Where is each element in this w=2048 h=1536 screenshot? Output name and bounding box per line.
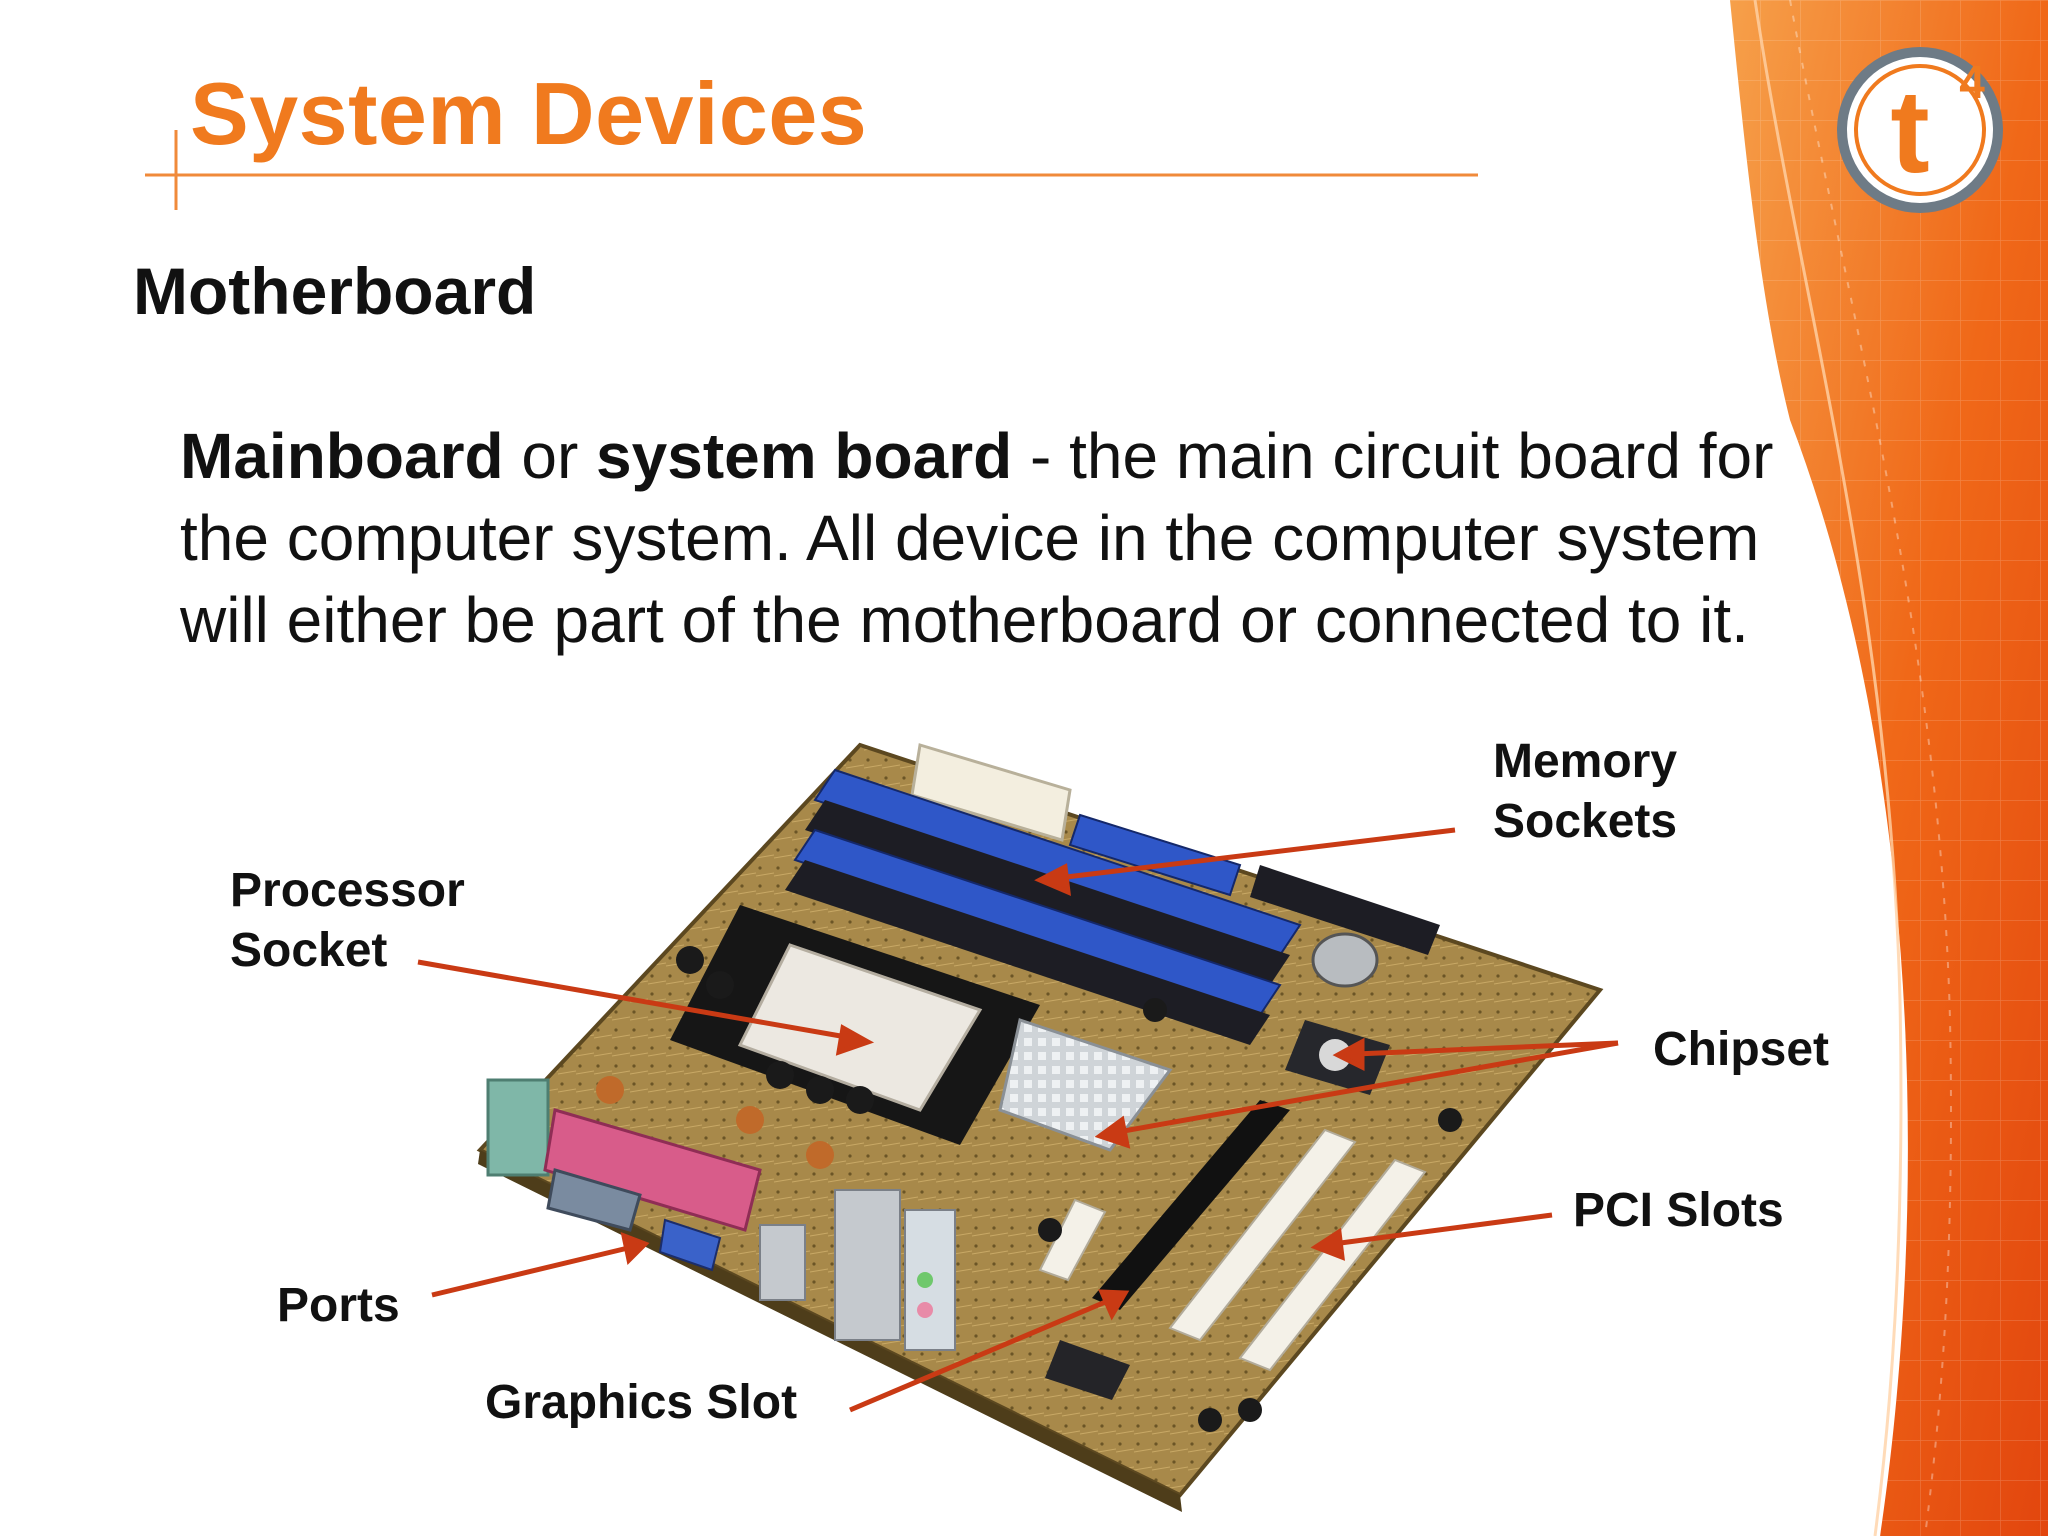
t4-logo-icon: t 4 xyxy=(1837,47,2003,213)
label-processor-socket: Processor Socket xyxy=(230,861,465,981)
label-processor-line1: Processor xyxy=(230,864,465,917)
slide-title: System Devices xyxy=(190,64,868,163)
logo-letter: t xyxy=(1890,66,1929,198)
term-system-board: system board xyxy=(596,420,1013,492)
label-processor-line2: Socket xyxy=(230,924,388,977)
definition-text: - the main circuit board for the compute… xyxy=(180,420,1774,656)
label-chipset: Chipset xyxy=(1653,1023,1830,1076)
slide-subtitle: Motherboard xyxy=(133,254,537,328)
callout-arrows xyxy=(417,827,1619,1413)
term-connector: or xyxy=(503,420,597,492)
body-paragraph: Mainboard or system board - the main cir… xyxy=(180,415,1860,661)
label-ports: Ports xyxy=(277,1279,400,1332)
term-mainboard: Mainboard xyxy=(180,420,504,492)
label-graphics-slot: Graphics Slot xyxy=(485,1376,798,1429)
label-memory-line2: Sockets xyxy=(1493,795,1678,848)
label-pci-slots: PCI Slots xyxy=(1573,1184,1784,1237)
label-memory-sockets: Memory Sockets xyxy=(1493,732,1677,852)
logo-superscript: 4 xyxy=(1959,56,1985,108)
label-memory-line1: Memory xyxy=(1493,735,1678,788)
